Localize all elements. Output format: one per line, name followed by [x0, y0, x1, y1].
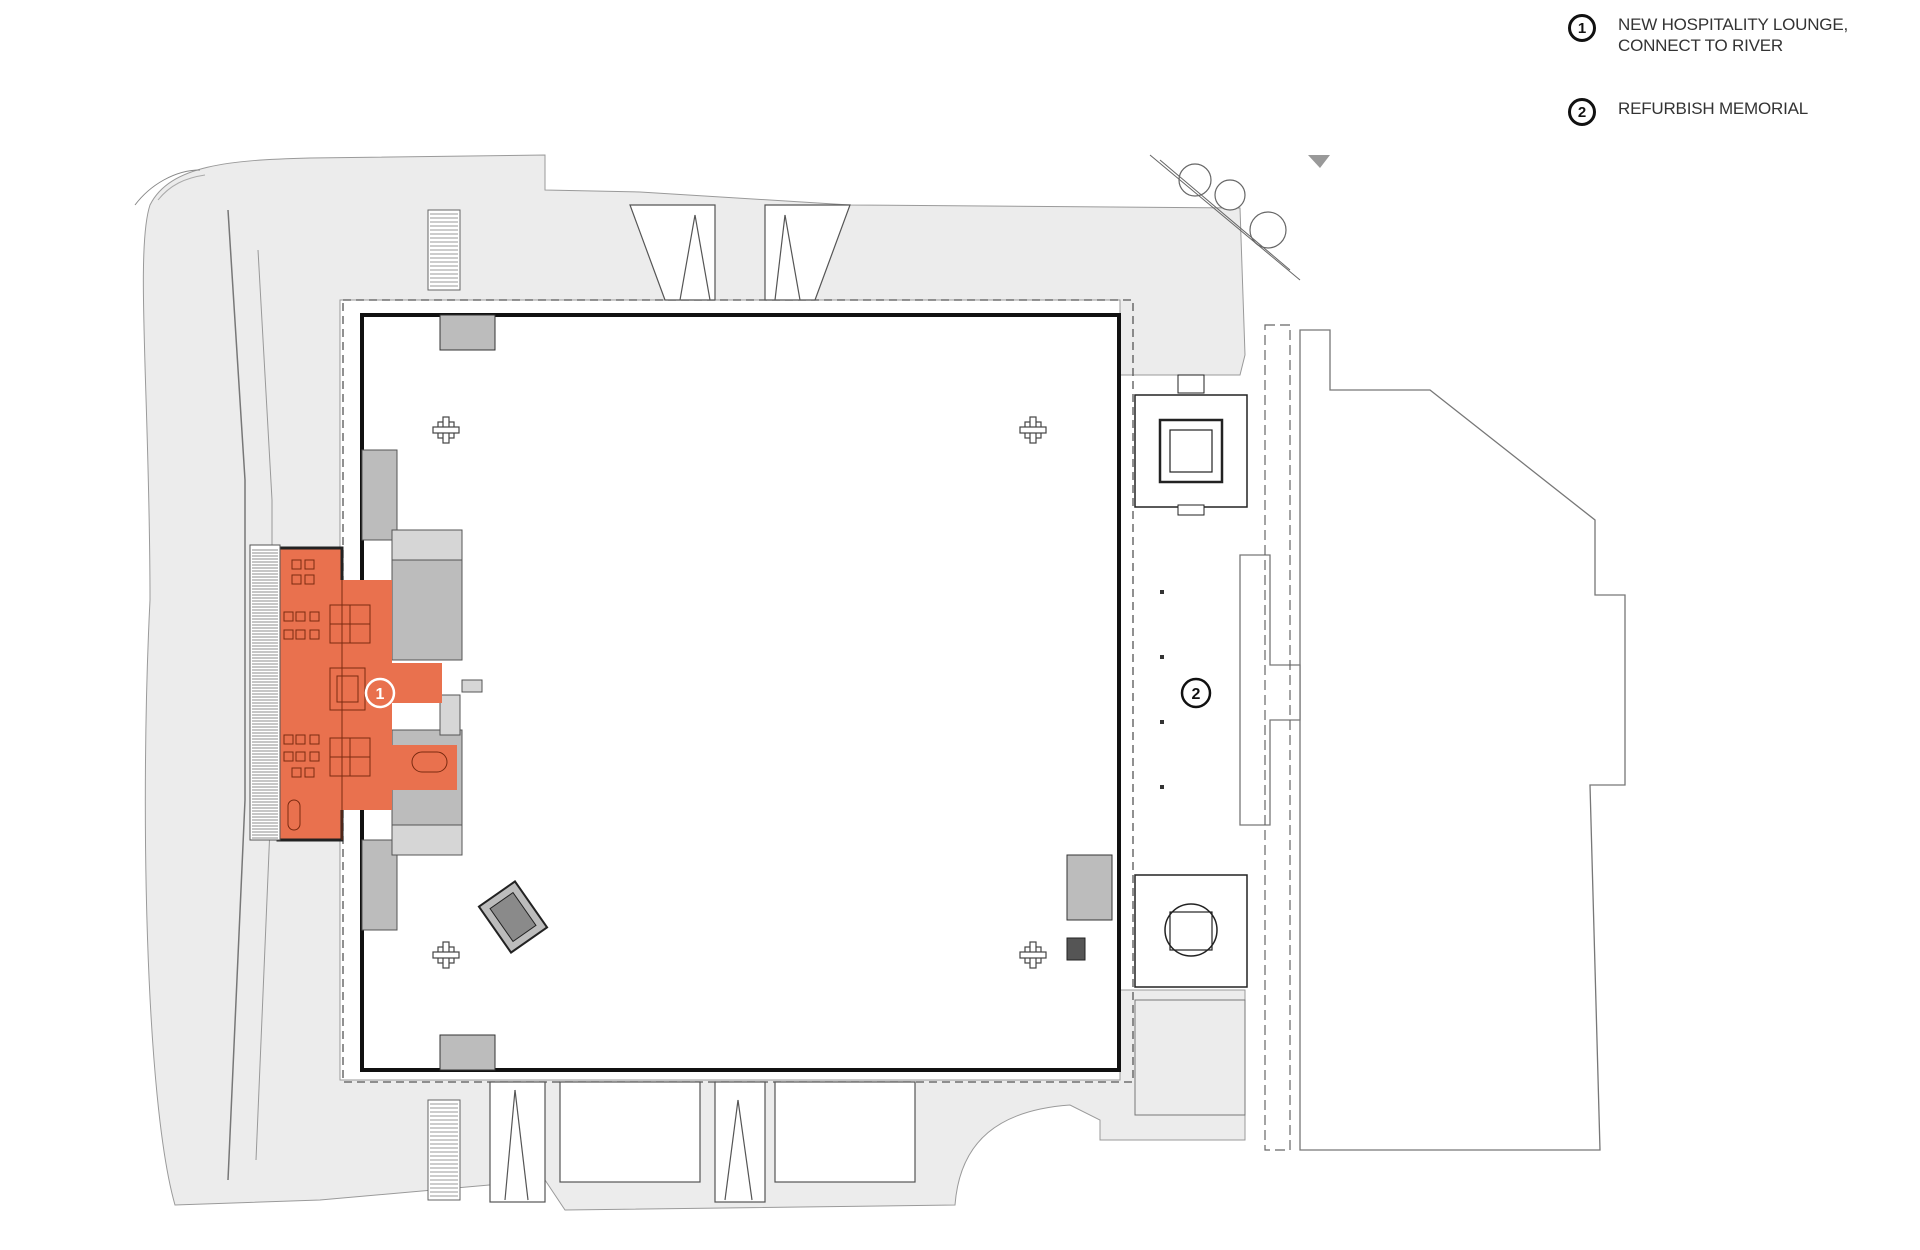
main-hall-outline: [360, 313, 1121, 1072]
marker-1: 1: [364, 677, 396, 709]
bottom-ramps: [489, 1081, 916, 1203]
marker-2-number: 2: [1192, 686, 1201, 703]
legend-label-2: REFURBISH MEMORIAL: [1618, 99, 1809, 118]
legend-item-2: 2 REFURBISH MEMORIAL: [1568, 98, 1918, 126]
marker-2: 2: [1180, 677, 1212, 709]
memorial-south: [1134, 874, 1248, 988]
legend-item-1: 1 NEW HOSPITALITY LOUNGE, CONNECT TO RIV…: [1568, 14, 1918, 56]
east-terrace: [1239, 329, 1626, 1151]
marker-1-number: 1: [376, 686, 385, 703]
memorial-north: [1134, 374, 1248, 516]
legend-label-1: NEW HOSPITALITY LOUNGE, CONNECT TO RIVER: [1618, 15, 1848, 55]
sculpture-object: [477, 880, 549, 954]
legend-number-1: 1: [1568, 14, 1596, 42]
trees: [1149, 154, 1301, 281]
top-ramps: [629, 204, 851, 301]
legend-number-2: 2: [1568, 98, 1596, 126]
